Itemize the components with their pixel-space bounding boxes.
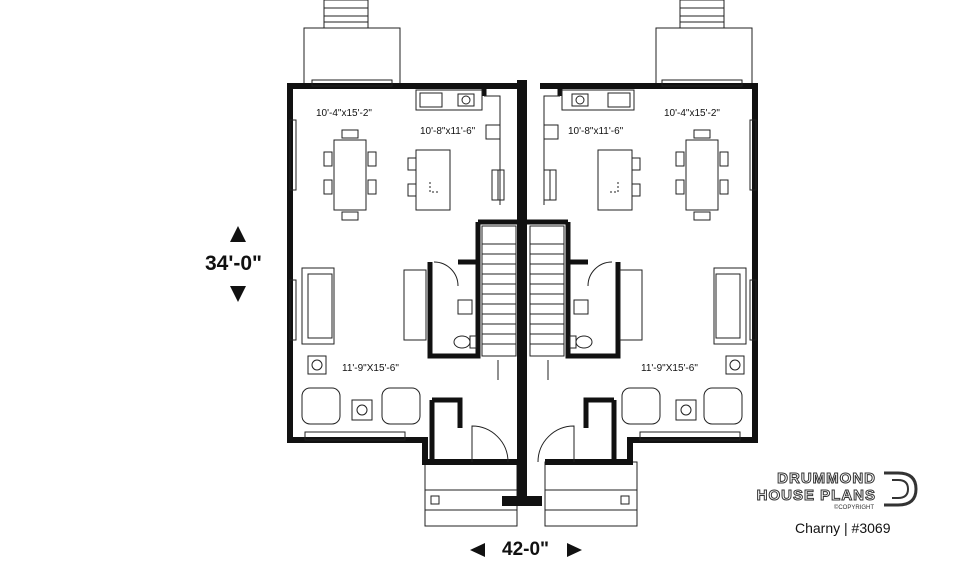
left-rear-terrace: [303, 27, 401, 85]
left-powder-room-wall: [427, 259, 481, 359]
left-kitchen-island: [415, 149, 451, 211]
drummond-logo: DRUMMOND HOUSE PLANS ©COPYRIGHT: [752, 470, 922, 520]
width-arrow-right-icon: [567, 543, 582, 557]
brand-name-line1: DRUMMOND: [777, 470, 876, 488]
right-dining-table: [685, 139, 719, 211]
left-kitchen-label: 10'-8"x11'-6": [420, 126, 476, 137]
right-staircase: [529, 225, 565, 357]
left-entry-door: [471, 425, 509, 463]
height-arrow-down-icon: [230, 286, 246, 302]
right-front-porch: [544, 461, 638, 527]
plan-caption: Charny | #3069: [795, 520, 891, 536]
brand-copyright: ©COPYRIGHT: [833, 505, 874, 511]
right-powder-room-wall: [565, 259, 621, 359]
right-dining-label: 10'-4"x15'-2": [664, 108, 720, 119]
brand-name-line2: HOUSE PLANS: [756, 487, 876, 505]
right-kitchen-label: 10'-8"x11'-6": [568, 126, 624, 137]
right-entry-door: [537, 425, 575, 463]
width-arrow-left-icon: [470, 543, 485, 557]
left-dining-label: 10'-4"x15'-2": [316, 108, 372, 119]
height-arrow-up-icon: [230, 226, 246, 242]
left-staircase: [481, 225, 517, 357]
brand-d-mark-icon: [884, 471, 918, 507]
left-sofa: [301, 267, 335, 345]
right-sofa: [713, 267, 747, 345]
left-kitchen-counter: [415, 89, 483, 111]
left-living-label: 11'-9"X15'-6": [342, 363, 399, 374]
party-wall: [517, 80, 527, 498]
right-armchair-1: [621, 387, 661, 425]
width-dimension: 42-0": [502, 539, 550, 560]
right-kitchen-counter: [561, 89, 635, 111]
right-rear-terrace: [655, 27, 753, 85]
right-kitchen-island: [597, 149, 633, 211]
height-dimension: 34'-0": [205, 252, 262, 275]
left-armchair-1: [301, 387, 341, 425]
left-front-porch: [424, 461, 518, 527]
right-living-label: 11'-9"X15'-6": [641, 363, 698, 374]
left-dining-table: [333, 139, 367, 211]
